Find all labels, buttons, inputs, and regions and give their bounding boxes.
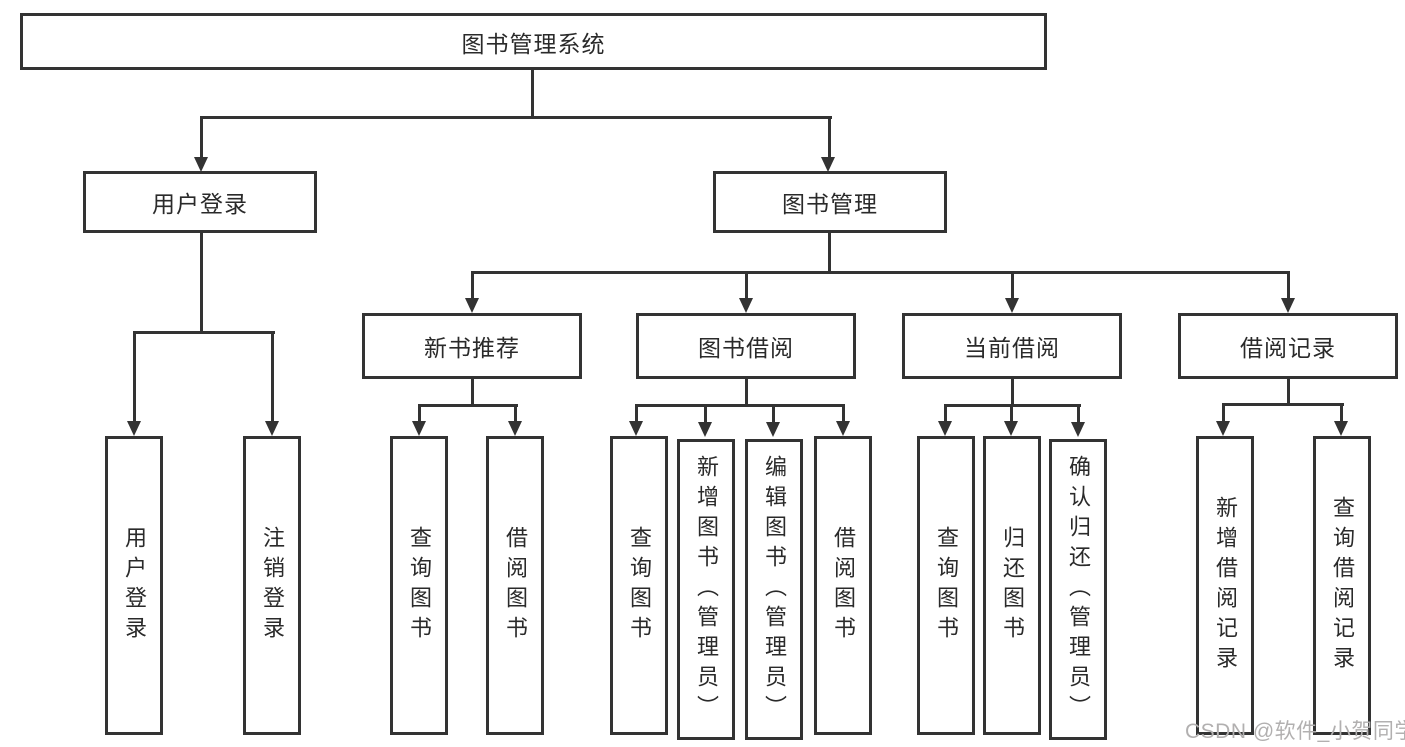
connector-line [514, 406, 517, 422]
connector-line [635, 406, 638, 422]
connector-line [944, 406, 947, 422]
arrow-down-icon [1005, 298, 1019, 313]
arrow-down-icon [1216, 421, 1230, 436]
node-label: 查询图书 [934, 525, 959, 646]
connector-line [772, 406, 775, 422]
leaf-add-books-admin: 新增图书（管理员） [677, 439, 735, 740]
arrow-down-icon [1071, 422, 1085, 437]
node-new-book-recommend: 新书推荐 [362, 313, 582, 379]
node-book-borrowing: 图书借阅 [636, 313, 856, 379]
connector-line [944, 404, 1081, 407]
connector-line [745, 273, 748, 299]
connector-line [635, 404, 845, 407]
connector-line [704, 406, 707, 422]
node-user-login: 用户登录 [83, 171, 317, 233]
connector-line [1010, 406, 1013, 422]
leaf-user-login: 用户登录 [105, 436, 163, 735]
arrow-down-icon [836, 421, 850, 436]
connector-line [1077, 406, 1080, 422]
arrow-down-icon [739, 298, 753, 313]
node-label: 新增借阅记录 [1213, 495, 1238, 676]
connector-line [1340, 405, 1343, 422]
node-label: 借阅图书 [503, 525, 528, 646]
connector-line [1011, 273, 1014, 299]
connector-line [1287, 377, 1290, 405]
leaf-add-borrow-record: 新增借阅记录 [1196, 436, 1254, 735]
leaf-query-books-current: 查询图书 [917, 436, 975, 735]
leaf-borrow-books: 借阅图书 [814, 436, 872, 735]
node-label: 当前借阅 [964, 335, 1060, 361]
arrow-down-icon [821, 157, 835, 172]
node-label: 借阅记录 [1240, 335, 1336, 361]
leaf-logout: 注销登录 [243, 436, 301, 735]
node-label: 查询图书 [627, 525, 652, 646]
connector-line [471, 377, 474, 406]
connector-line [418, 404, 518, 407]
connector-line [1011, 377, 1014, 406]
arrow-down-icon [265, 421, 279, 436]
node-label: 借阅图书 [831, 525, 856, 646]
node-label: 注销登录 [260, 525, 285, 646]
node-label: 查询图书 [407, 525, 432, 646]
node-label: 图书借阅 [698, 335, 794, 361]
connector-line [828, 231, 831, 273]
node-book-management: 图书管理 [713, 171, 947, 233]
csdn-watermark: CSDN @软件_小贺同学 [1185, 720, 1405, 743]
connector-line [1222, 403, 1344, 406]
node-label: 用户登录 [152, 191, 248, 217]
leaf-query-borrow-record: 查询借阅记录 [1313, 436, 1371, 735]
arrow-down-icon [1334, 421, 1348, 436]
node-library-management-system: 图书管理系统 [20, 13, 1047, 70]
arrow-down-icon [766, 422, 780, 437]
connector-line [200, 232, 203, 333]
node-label: 图书管理系统 [461, 30, 606, 57]
node-label: 查询借阅记录 [1330, 495, 1355, 676]
node-label: 新增图书（管理员） [694, 454, 719, 725]
node-borrowing-records: 借阅记录 [1178, 313, 1398, 379]
connector-line [133, 331, 275, 334]
connector-line [828, 118, 831, 158]
leaf-query-books-borrowing: 查询图书 [610, 436, 668, 735]
node-label: 编辑图书（管理员） [762, 454, 787, 725]
arrow-down-icon [508, 421, 522, 436]
connector-line [133, 333, 136, 422]
leaf-confirm-return-admin: 确认归还（管理员） [1049, 439, 1107, 740]
leaf-edit-books-admin: 编辑图书（管理员） [745, 439, 803, 740]
node-label: 新书推荐 [424, 335, 520, 361]
arrow-down-icon [1281, 298, 1295, 313]
connector-line [200, 118, 203, 158]
node-label: 用户登录 [122, 525, 147, 646]
node-label: 确认归还（管理员） [1066, 454, 1091, 725]
arrow-down-icon [629, 421, 643, 436]
leaf-query-books-recommend: 查询图书 [390, 436, 448, 735]
connector-line [842, 406, 845, 422]
arrow-down-icon [938, 421, 952, 436]
arrow-down-icon [465, 298, 479, 313]
leaf-borrow-books-recommend: 借阅图书 [486, 436, 544, 735]
connector-line [471, 271, 1290, 274]
leaf-return-books: 归还图书 [983, 436, 1041, 735]
connector-line [271, 333, 274, 422]
node-current-borrowing: 当前借阅 [902, 313, 1122, 379]
connector-line [1287, 273, 1290, 299]
node-label: 图书管理 [782, 191, 878, 217]
arrow-down-icon [127, 421, 141, 436]
connector-line [745, 377, 748, 406]
connector-line [200, 116, 832, 119]
connector-line [418, 406, 421, 422]
connector-line [1222, 405, 1225, 422]
arrow-down-icon [412, 421, 426, 436]
node-label: 归还图书 [1000, 525, 1025, 646]
connector-line [531, 66, 534, 118]
arrow-down-icon [1004, 421, 1018, 436]
connector-line [471, 273, 474, 299]
arrow-down-icon [698, 422, 712, 437]
arrow-down-icon [194, 157, 208, 172]
